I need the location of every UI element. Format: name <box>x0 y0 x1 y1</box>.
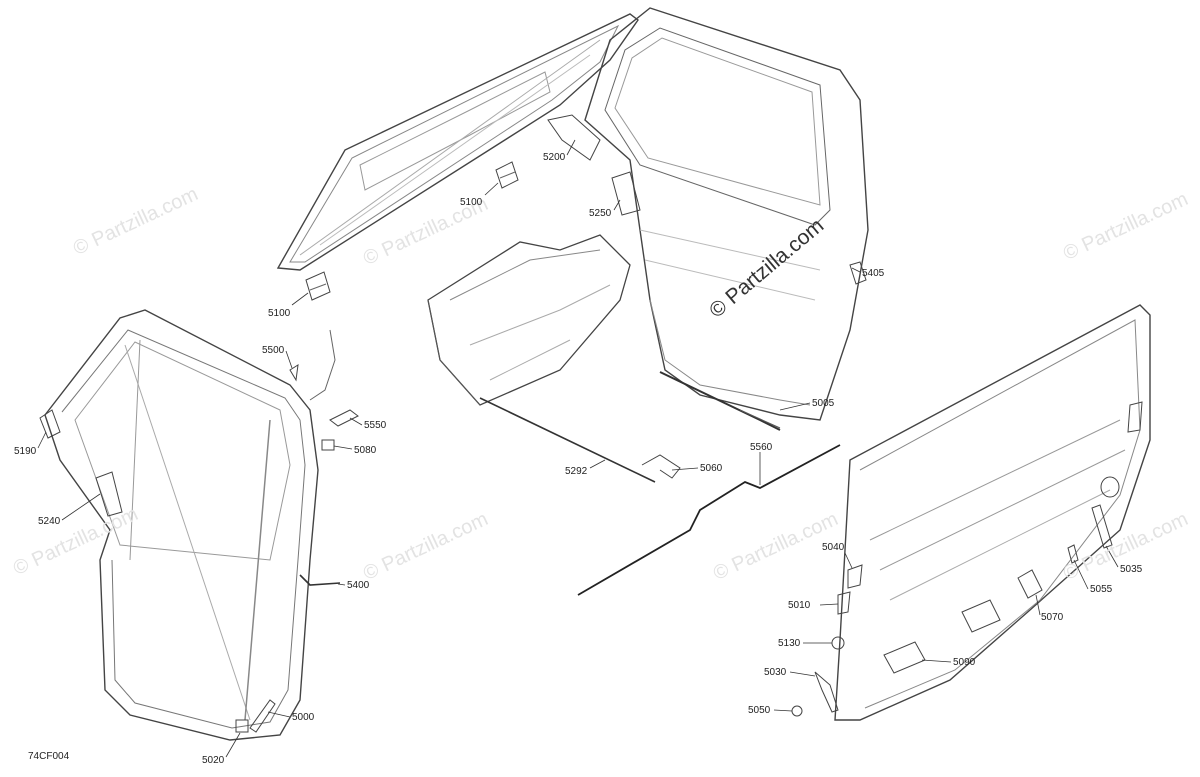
seal-5005 <box>659 371 781 431</box>
part-label-5500[interactable]: 5500 <box>262 345 285 356</box>
part-label-5550[interactable]: 5550 <box>364 420 387 431</box>
roof-hinge-5100-lower <box>305 271 331 301</box>
roof-hinge-5100-upper <box>495 161 519 189</box>
strip-5550 <box>329 409 359 427</box>
part-label-5010[interactable]: 5010 <box>788 600 811 611</box>
part-label-5292[interactable]: 5292 <box>565 466 588 477</box>
hinge-5190 <box>39 409 61 439</box>
part-label-5190[interactable]: 5190 <box>14 446 37 457</box>
pad-5080 <box>321 439 335 451</box>
left-door <box>44 309 319 741</box>
part-label-5005[interactable]: 5005 <box>812 398 835 409</box>
part-label-5200[interactable]: 5200 <box>543 152 566 163</box>
part-label-5100-lower[interactable]: 5100 <box>268 308 291 319</box>
bracket-5030 <box>814 671 839 713</box>
part-label-5400[interactable]: 5400 <box>347 580 370 591</box>
cable-5560 <box>577 444 841 596</box>
part-label-5050[interactable]: 5050 <box>748 705 771 716</box>
part-label-5250[interactable]: 5250 <box>589 208 612 219</box>
part-label-5020[interactable]: 5020 <box>202 755 225 766</box>
part-label-5080[interactable]: 5080 <box>354 445 377 456</box>
storage-box <box>427 234 631 406</box>
part-label-5240[interactable]: 5240 <box>38 516 61 527</box>
bracket-5250 <box>611 171 641 216</box>
roof-panel <box>276 13 639 271</box>
block-5070 <box>1017 569 1043 599</box>
leader-lines <box>37 139 1119 758</box>
part-label-5405[interactable]: 5405 <box>862 268 885 279</box>
part-label-5030[interactable]: 5030 <box>764 667 787 678</box>
part-label-5040[interactable]: 5040 <box>822 542 845 553</box>
harness-5500 <box>289 329 336 401</box>
part-label-5130[interactable]: 5130 <box>778 638 801 649</box>
part-label-5000[interactable]: 5000 <box>292 712 315 723</box>
rear-panel <box>834 304 1151 721</box>
part-label-5070[interactable]: 5070 <box>1041 612 1064 623</box>
latch-right <box>1127 401 1143 433</box>
latch-5405 <box>849 261 867 285</box>
diagram-code: 74CF004 <box>28 751 70 762</box>
rod-5292 <box>479 397 656 483</box>
bracket-5035 <box>1091 504 1113 549</box>
part-label-5100-upper[interactable]: 5100 <box>460 197 483 208</box>
part-label-5035[interactable]: 5035 <box>1120 564 1143 575</box>
cap-5050 <box>791 705 803 717</box>
part-label-5560[interactable]: 5560 <box>750 442 773 453</box>
plate-5010 <box>837 591 851 615</box>
rear-door-frame <box>584 7 869 421</box>
handle-5240 <box>95 471 123 517</box>
bracket-5090 <box>883 599 1001 674</box>
part-label-5055[interactable]: 5055 <box>1090 584 1113 595</box>
pin-5055 <box>1067 544 1079 564</box>
pad-5020 <box>235 719 249 733</box>
cable-5400 <box>299 574 341 586</box>
cylinder-right <box>1100 476 1120 498</box>
part-label-5060[interactable]: 5060 <box>700 463 723 474</box>
strip-5000 <box>249 699 276 733</box>
bushing-5130 <box>831 636 845 650</box>
part-label-5090[interactable]: 5090 <box>953 657 976 668</box>
latch-5040 <box>847 564 863 589</box>
bracket-5200 <box>547 114 601 161</box>
clip-5060 <box>641 454 681 479</box>
